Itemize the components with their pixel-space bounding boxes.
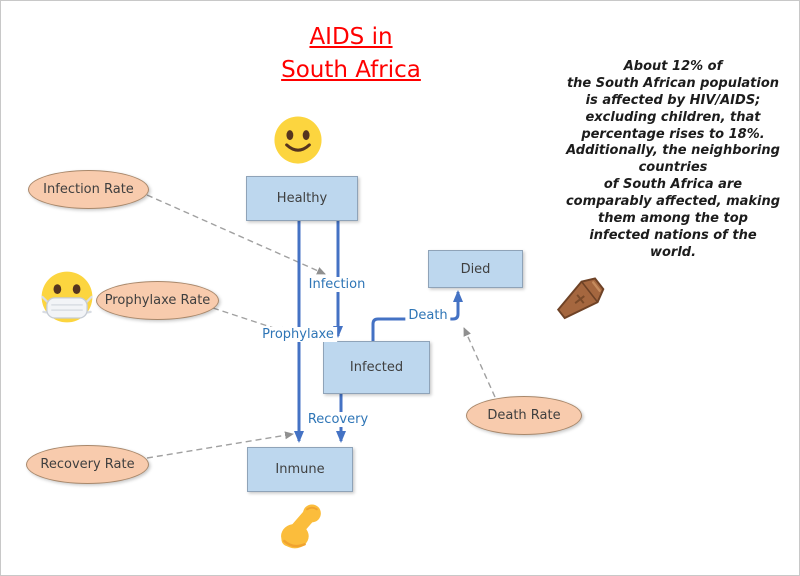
stock-died-label: Died (460, 261, 491, 277)
stock-inmune[interactable]: Inmune (247, 447, 353, 492)
page-title-line2: South Africa (281, 57, 421, 84)
stock-infected[interactable]: Infected (323, 341, 430, 394)
stock-inmune-label: Inmune (275, 462, 325, 477)
note-text: About 12% of the South African populatio… (565, 59, 781, 260)
flow-label-prophylaxe[interactable]: Prophylaxe (259, 327, 337, 342)
coffin-icon (549, 273, 611, 327)
variable-infection-rate[interactable]: Infection Rate (28, 170, 149, 209)
variable-death-rate[interactable]: Death Rate (466, 396, 582, 435)
variable-infection-rate-label: Infection Rate (43, 182, 134, 197)
page-title-line1: AIDS in (309, 24, 393, 50)
flow-label-recovery[interactable]: Recovery (304, 412, 372, 427)
flexed-biceps-icon (277, 502, 329, 554)
connector-death-rate (463, 327, 496, 398)
stock-healthy-label: Healthy (276, 191, 328, 206)
variable-prophylaxe-rate-label: Prophylaxe Rate (104, 293, 211, 308)
variable-prophylaxe-rate[interactable]: Prophylaxe Rate (96, 281, 219, 320)
smiley-face-icon (272, 114, 324, 166)
variable-recovery-rate[interactable]: Recovery Rate (26, 445, 149, 484)
page-title: AIDS in South Africa (241, 21, 461, 88)
connector-recovery-rate (146, 431, 294, 459)
flow-label-death[interactable]: Death (405, 308, 451, 323)
stock-died[interactable]: Died (428, 250, 523, 288)
stock-healthy[interactable]: Healthy (246, 176, 358, 221)
connector-prophylaxe-rate (212, 307, 290, 335)
stock-infected-label: Infected (349, 360, 404, 375)
connector-infection-rate (146, 194, 326, 275)
variable-death-rate-label: Death Rate (487, 408, 561, 423)
masked-face-icon (39, 269, 95, 325)
variable-recovery-rate-label: Recovery Rate (40, 457, 135, 472)
flow-label-infection[interactable]: Infection (305, 277, 369, 292)
